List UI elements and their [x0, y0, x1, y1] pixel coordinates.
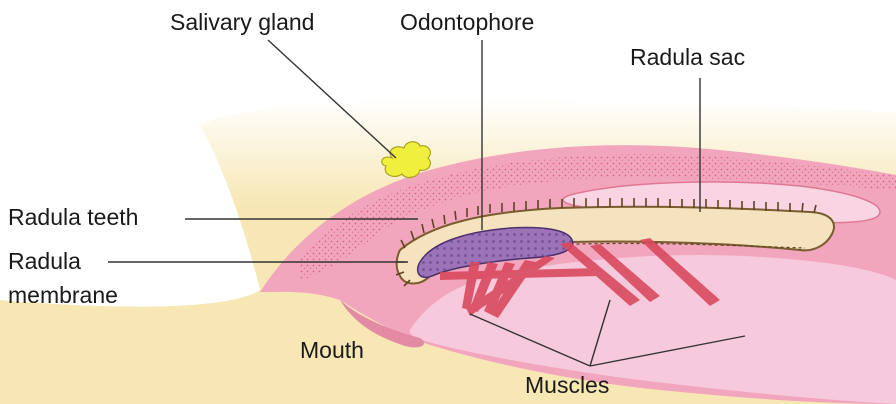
- label-radula-teeth: Radula teeth: [8, 204, 138, 230]
- label-muscles: Muscles: [525, 372, 609, 398]
- label-salivary-gland: Salivary gland: [170, 9, 314, 35]
- label-radula-sac: Radula sac: [630, 44, 745, 70]
- label-radula-membrane-line1: Radula: [8, 248, 81, 274]
- label-odontophore: Odontophore: [400, 9, 534, 35]
- label-mouth: Mouth: [300, 337, 364, 363]
- label-radula-membrane-line2: membrane: [8, 282, 118, 308]
